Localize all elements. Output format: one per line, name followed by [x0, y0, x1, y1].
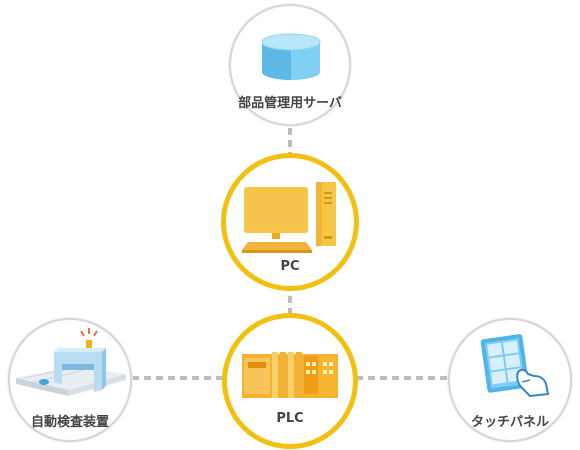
server-node: 部品管理用サーバ: [229, 4, 351, 126]
server-label: 部品管理用サーバ: [238, 96, 342, 111]
inspection-machine-icon: [16, 328, 126, 396]
pc-label: PC: [280, 259, 300, 274]
inspection-node: 自動検査装置: [8, 318, 132, 442]
database-server-icon: [261, 33, 321, 80]
plc-module-icon: [242, 352, 338, 398]
pc-node: PC: [221, 153, 359, 291]
plc-node: PLC: [222, 313, 358, 449]
touch-panel-node: タッチパネル: [448, 318, 572, 442]
plc-label: PLC: [276, 411, 304, 426]
touch-panel-icon: [480, 334, 550, 398]
desktop-computer-icon: [242, 182, 336, 253]
touch-panel-label: タッチパネル: [470, 415, 549, 430]
inspection-label: 自動検査装置: [30, 415, 109, 430]
